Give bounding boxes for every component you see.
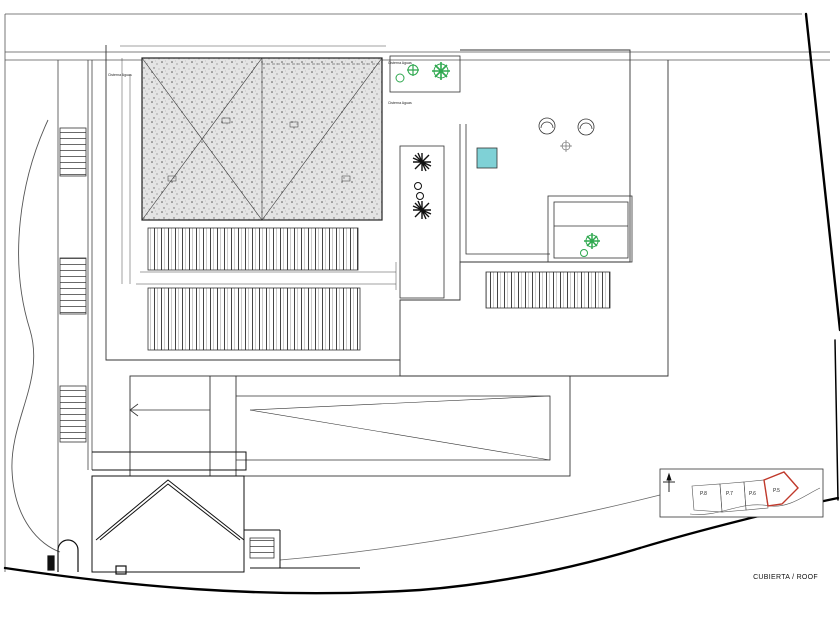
green-plant-bottom xyxy=(584,233,600,249)
pot-icon-1 xyxy=(414,182,422,190)
green-plant-top xyxy=(432,62,450,80)
pergola-right xyxy=(485,271,611,309)
annotation-right-top: Cisterna Aguas xyxy=(388,61,412,65)
left-wall xyxy=(57,60,93,572)
lower-building xyxy=(91,451,360,573)
green-plant-top-small xyxy=(407,64,419,76)
green-pot-bottom xyxy=(580,249,588,257)
key-plot-label-6: P.6 xyxy=(749,491,756,497)
roof-slope-lines xyxy=(141,57,383,221)
curved-access-line xyxy=(279,494,661,561)
stair-left-middle xyxy=(59,257,87,315)
stair-left-upper xyxy=(59,127,87,177)
pergola-upper xyxy=(147,227,359,271)
compass-icon xyxy=(663,472,675,492)
palm-icon-lower xyxy=(412,200,432,220)
key-plot-label-5: P.5 xyxy=(773,488,780,494)
entrance-arch xyxy=(47,539,127,575)
annotation-right-bottom: Cisterna Aguas xyxy=(388,101,412,105)
lounge-chairs xyxy=(538,117,595,136)
pot-icon-2 xyxy=(416,192,424,200)
palm-icon-upper xyxy=(412,152,432,172)
pergola-lower xyxy=(147,287,361,351)
key-plan-highlight xyxy=(763,471,799,507)
key-plot-label-7: P.7 xyxy=(726,491,733,497)
access-path xyxy=(11,119,61,553)
table-icon xyxy=(560,140,572,152)
sheet-title: CUBIERTA / ROOF xyxy=(753,574,818,581)
terrace xyxy=(389,55,633,299)
key-plot-label-8: P.8 xyxy=(700,491,707,497)
roof-drain-marks xyxy=(167,117,351,182)
plant-icons xyxy=(395,62,600,257)
dimension-lines xyxy=(120,45,397,290)
building-outline xyxy=(105,45,669,477)
stair-left-lower xyxy=(59,385,87,443)
stair-lower-right xyxy=(249,537,275,559)
key-plan: P.8 P.7 P.6 P.5 xyxy=(659,468,824,518)
green-pot-top xyxy=(395,73,405,83)
key-plan-frame xyxy=(659,468,824,518)
driveway xyxy=(129,395,551,461)
skylight-pool xyxy=(476,147,498,169)
annotation-left: Cisterna Aguas xyxy=(108,73,132,77)
